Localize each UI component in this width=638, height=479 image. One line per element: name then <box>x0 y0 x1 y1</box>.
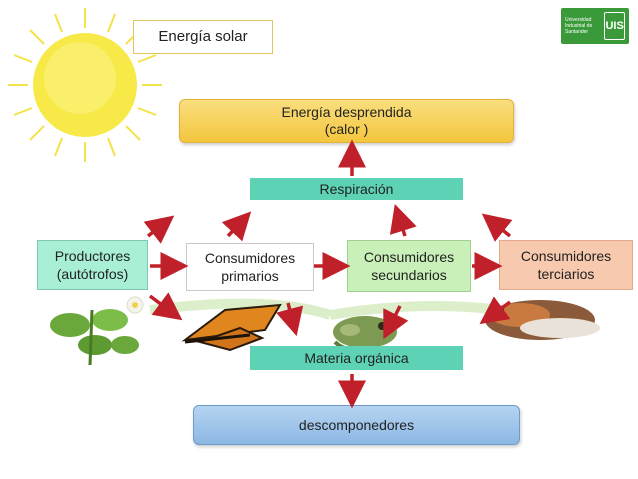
logo-line-1: Universidad <box>565 17 592 23</box>
flow-swoosh <box>149 298 501 320</box>
frog-icon <box>333 316 397 352</box>
tertiary-line-1: Consumidores <box>520 248 612 264</box>
sun-glow <box>44 42 116 114</box>
tertiary-consumers-box: Consumidores terciarios <box>499 240 633 290</box>
producers-line-1: Productores <box>54 248 131 264</box>
sun-rays <box>8 8 162 162</box>
arrow-secondary-to-respiration <box>389 203 417 237</box>
logo-line-2: Industrial de <box>565 23 593 29</box>
arrow-primary-to-respiration <box>221 211 252 242</box>
decomposers-box: descomponedores <box>193 405 520 445</box>
tertiary-line-2: terciarios <box>537 266 595 282</box>
secondary-line-1: Consumidores <box>363 249 455 265</box>
plant-icon <box>50 296 144 366</box>
primary-line-1: Consumidores <box>204 250 296 266</box>
producers-box: Productores (autótrofos) <box>37 240 148 290</box>
primary-consumers-box: Consumidores primarios <box>186 243 314 291</box>
heat-released-box: Energía desprendida (calor ) <box>179 99 514 143</box>
bird-icon <box>485 300 600 340</box>
university-logo: Universidad Industrial de Santander UIS <box>561 8 629 44</box>
respiration-box: Respiración <box>250 178 463 200</box>
sun-illustration <box>8 8 162 162</box>
logo-text: Universidad Industrial de Santander <box>565 17 602 35</box>
secondary-consumers-box: Consumidores secundarios <box>347 240 471 292</box>
arrow-tertiary-to-respiration <box>481 213 513 242</box>
heat-line-1: Energía desprendida <box>281 104 412 120</box>
solar-energy-label: Energía solar <box>133 20 273 54</box>
heat-line-2: (calor ) <box>324 121 369 137</box>
primary-line-2: primarios <box>221 268 279 284</box>
logo-line-3: Santander <box>565 29 589 35</box>
logo-mark: UIS <box>604 12 625 40</box>
butterfly-icon <box>181 303 282 352</box>
secondary-line-2: secundarios <box>371 267 447 283</box>
organic-matter-box: Materia orgánica <box>250 346 463 370</box>
producers-line-2: (autótrofos) <box>56 266 129 282</box>
arrow-producers-to-respiration <box>143 215 175 244</box>
